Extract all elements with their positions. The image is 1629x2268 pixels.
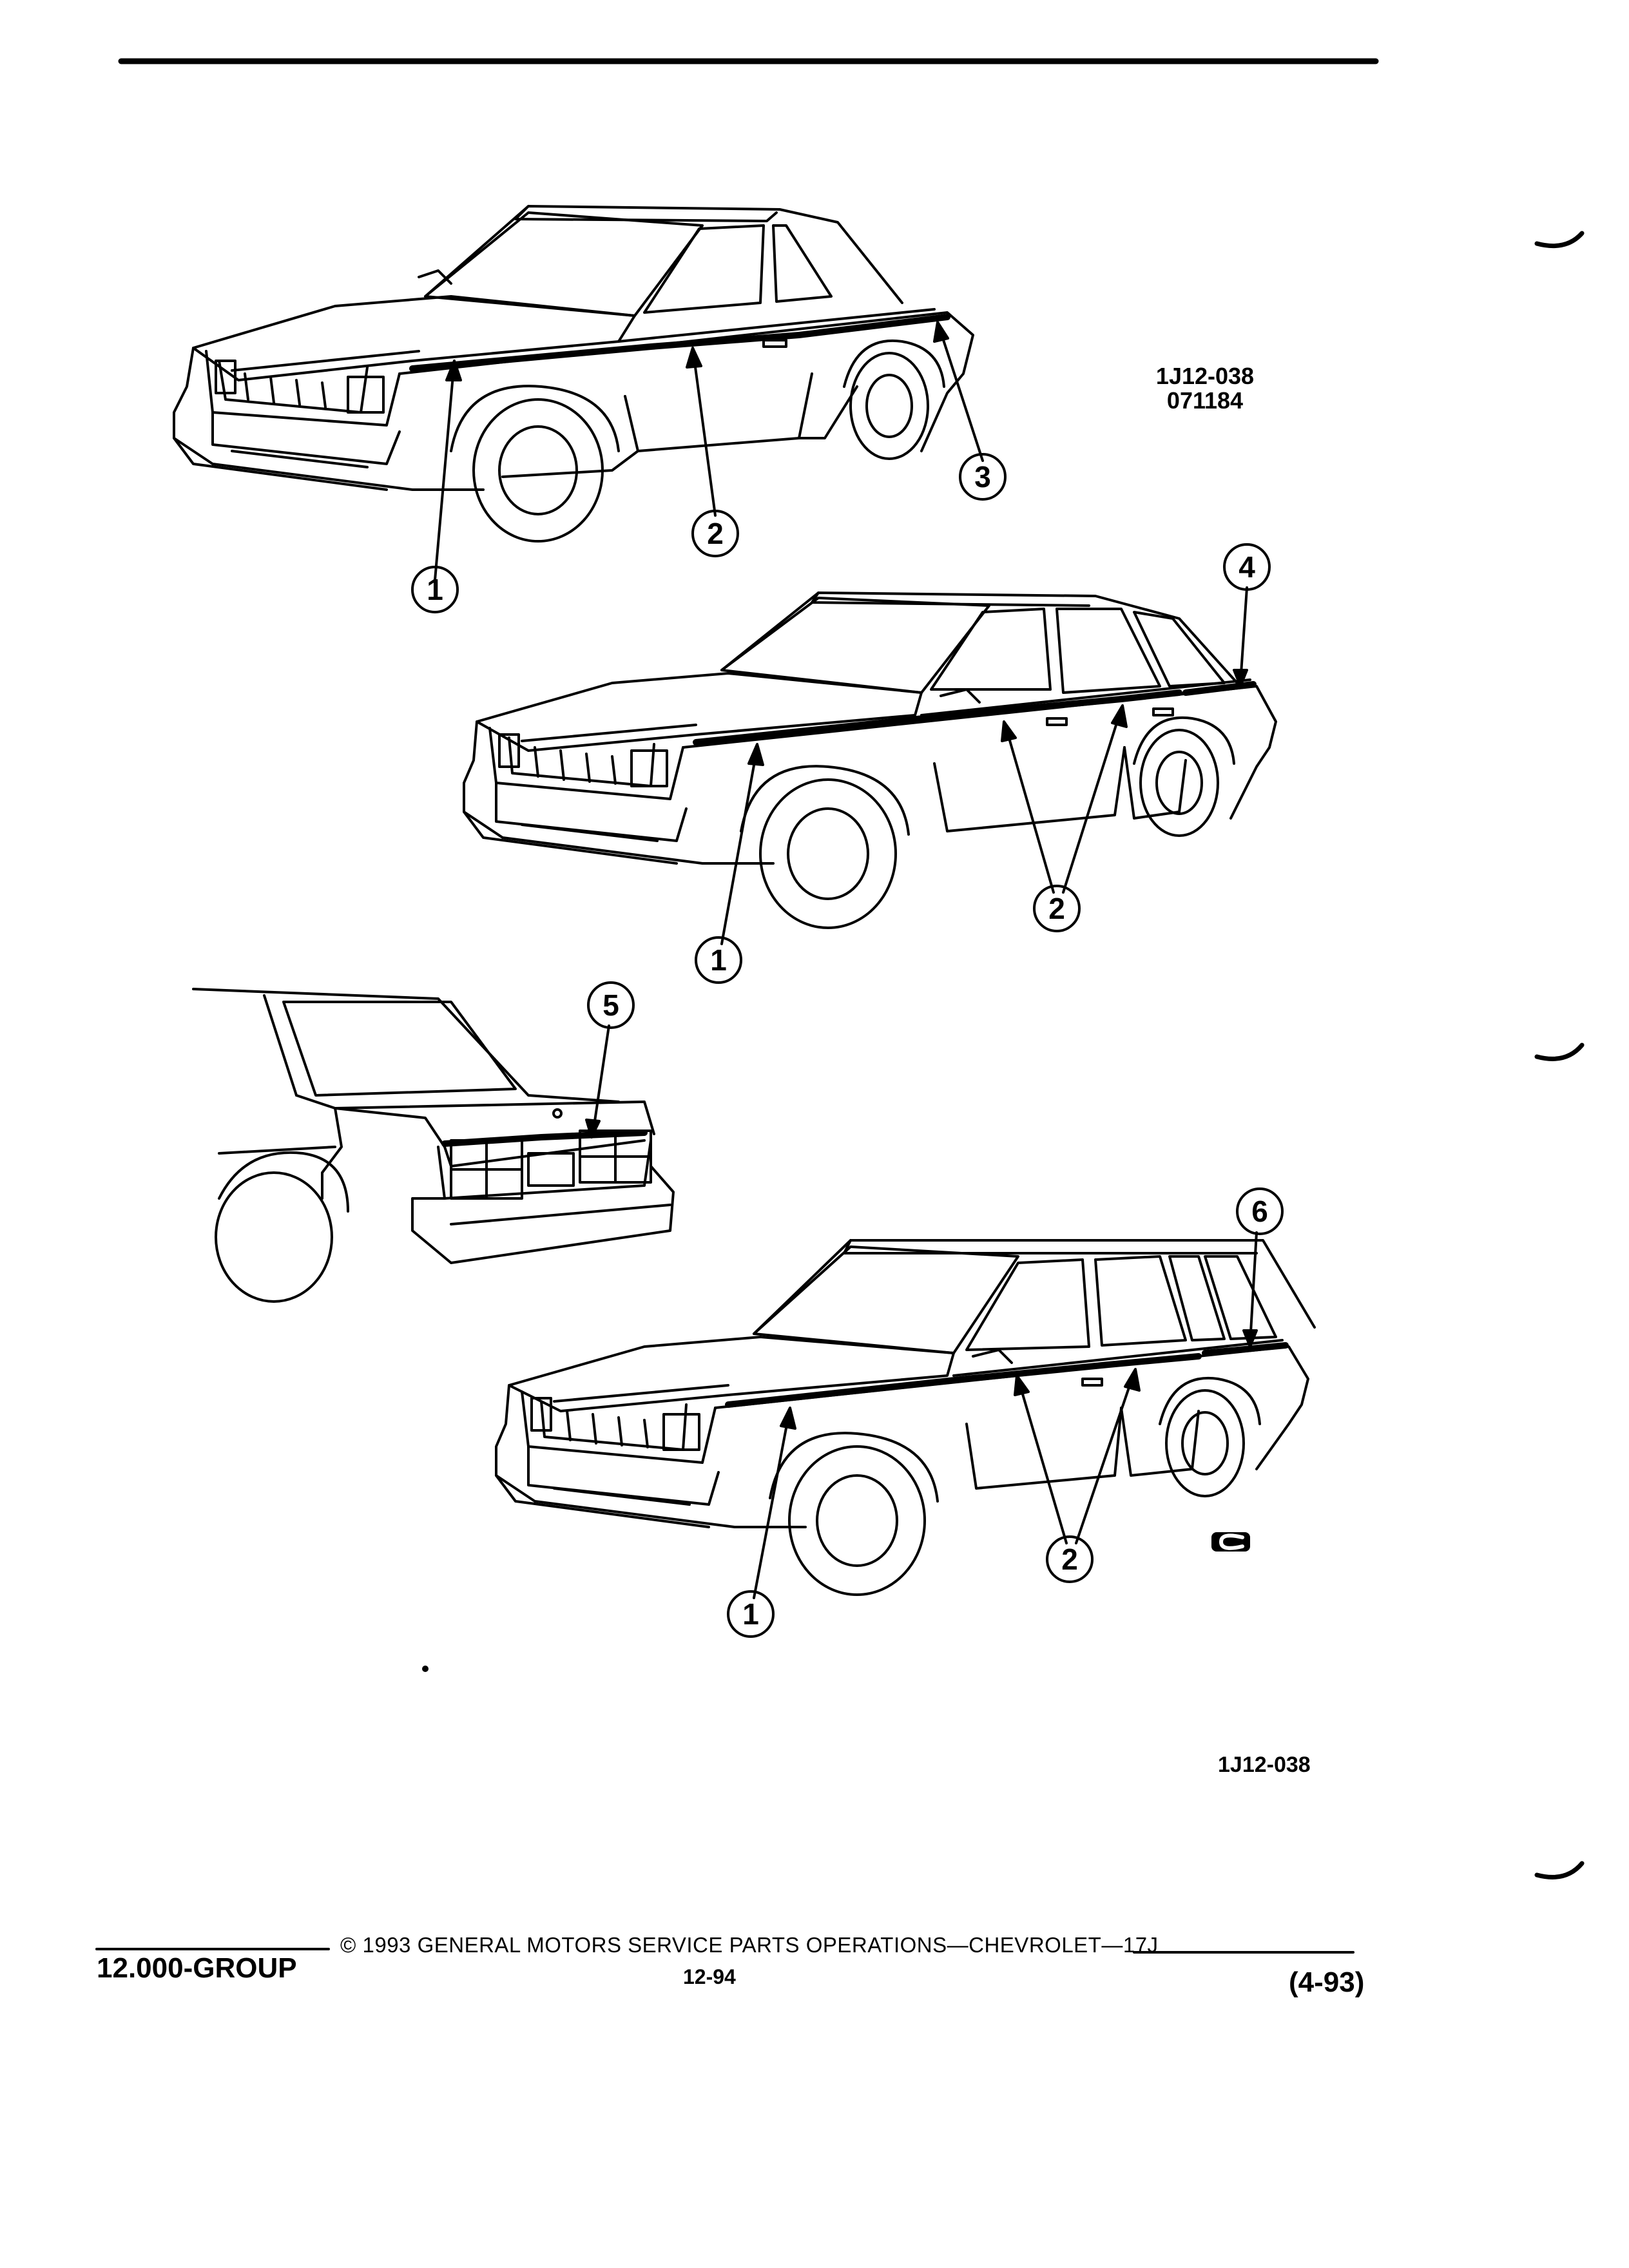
binder-mark-bottom xyxy=(1534,1861,1585,1879)
gm-logo-icon xyxy=(1211,1532,1250,1552)
body-side-molding-coupe xyxy=(409,314,950,372)
callout-wagon-2: 2 xyxy=(1061,1542,1078,1576)
callout-numbers: 1 2 3 4 1 2 5 6 1 2 xyxy=(427,460,1268,1631)
coupe-illustration xyxy=(173,205,974,543)
body-side-molding-wagon xyxy=(725,1353,1202,1408)
print-speck xyxy=(422,1666,429,1672)
body-side-molding-sedan xyxy=(693,689,1182,745)
callouts xyxy=(411,321,1284,1638)
figure-reference-bottom: 1J12-038 xyxy=(1218,1753,1311,1777)
callout-rear-5: 5 xyxy=(602,988,619,1022)
binder-mark-middle xyxy=(1534,1043,1585,1061)
footer-group-label: 12.000-GROUP xyxy=(97,1952,297,1984)
rear-quarter-molding-sedan xyxy=(1182,681,1257,696)
callout-wagon-6: 6 xyxy=(1251,1195,1268,1228)
callout-sedan-4: 4 xyxy=(1239,550,1255,584)
figure-code: 1J12-038 xyxy=(1155,363,1255,389)
footer-copyright: © 1993 GENERAL MOTORS SERVICE PARTS OPER… xyxy=(340,1933,1159,1957)
callout-wagon-1: 1 xyxy=(742,1597,759,1631)
deck-lid-molding-rear xyxy=(441,1129,648,1147)
callout-sedan-1: 1 xyxy=(710,943,727,977)
footer-revision: (4-93) xyxy=(1289,1966,1365,1998)
footer-page-number: 12-94 xyxy=(683,1965,736,1988)
figure-date-code: 071184 xyxy=(1166,387,1244,414)
callout-sedan-2: 2 xyxy=(1048,892,1065,925)
rear-view-illustration xyxy=(192,988,675,1303)
binder-mark-top xyxy=(1534,231,1585,249)
sedan-illustration xyxy=(463,591,1277,929)
callout-coupe-2: 2 xyxy=(707,517,724,550)
rear-quarter-molding-wagon xyxy=(1202,1342,1289,1356)
figure-reference-top: 1J12-038 071184 xyxy=(1141,364,1269,413)
wagon-illustration xyxy=(495,1239,1316,1596)
callout-coupe-1: 1 xyxy=(427,573,443,606)
callout-coupe-3: 3 xyxy=(974,460,991,494)
